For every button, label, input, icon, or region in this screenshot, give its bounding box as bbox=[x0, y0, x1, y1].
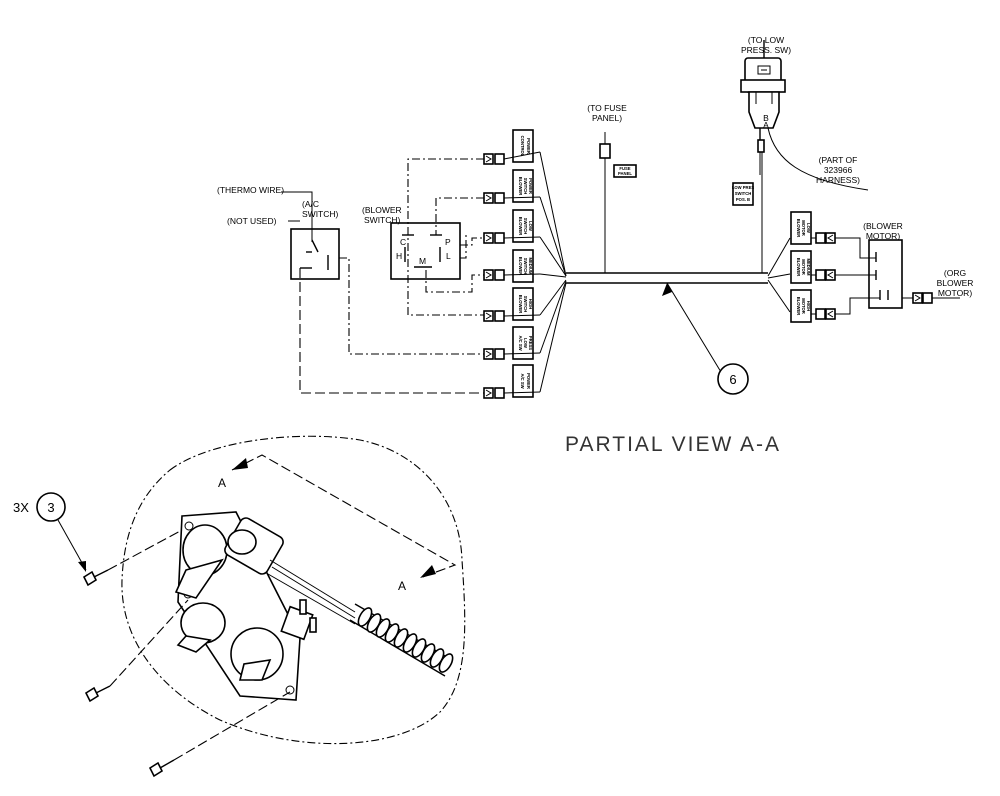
blower-motor-label-2: MOTOR) bbox=[866, 231, 900, 241]
tag-bsp-1: BLOWER bbox=[518, 177, 523, 196]
connector-a-label: A bbox=[763, 120, 769, 130]
blower-motor-label-1: (BLOWER bbox=[863, 221, 903, 231]
low-press-tag-text-3: POS. B bbox=[736, 197, 750, 202]
part-of-label-2: 323966 bbox=[824, 165, 853, 175]
harness-sleeve bbox=[357, 607, 454, 673]
low-press-tag-text-1: LOW PRES bbox=[732, 185, 755, 190]
terminal-l: L bbox=[446, 251, 451, 261]
tag-bmm-2: MOTOR bbox=[801, 259, 806, 275]
part-of-label-1: (PART OF bbox=[819, 155, 858, 165]
low-press-plug bbox=[757, 139, 765, 153]
detail-view-boundary bbox=[121, 435, 466, 745]
tag-acp-2: POWER bbox=[526, 373, 531, 389]
right-fanout-wires bbox=[761, 150, 791, 313]
fuse-panel-tag-text-2: PANEL bbox=[618, 171, 632, 176]
section-a-bottom: A bbox=[398, 579, 406, 593]
tag-bml-1: BLOWER bbox=[796, 219, 801, 238]
callout-3-qty: 3X bbox=[13, 500, 29, 515]
ac-switch-label-1: (A/C bbox=[302, 199, 319, 209]
tag-ac-sw-low-press bbox=[512, 326, 534, 360]
tag-bsp-3: POWER bbox=[528, 178, 533, 194]
to-fuse-panel-label-2: PANEL) bbox=[592, 113, 622, 123]
left-connector-column bbox=[483, 129, 534, 399]
ac-switch bbox=[290, 228, 340, 280]
connector-b-label: B bbox=[763, 113, 769, 123]
tag-bsh-2: SWITCH bbox=[523, 296, 528, 313]
partial-view-title: PARTIAL VIEW A-A bbox=[565, 433, 781, 456]
to-fuse-panel-label-1: (TO FUSE bbox=[587, 103, 627, 113]
tag-bmh-1: BLOWER bbox=[796, 297, 801, 316]
terminal-m: M bbox=[419, 256, 426, 266]
tag-bsp-2: SWITCH bbox=[523, 178, 528, 195]
tag-blower-switch-power bbox=[512, 169, 534, 203]
tag-acp-1: A/C SW bbox=[520, 373, 525, 388]
tag-aclp-2: LOW bbox=[523, 338, 528, 348]
ac-switch-label-2: SWITCH) bbox=[302, 209, 339, 219]
to-low-press-label-1: (TO LOW bbox=[748, 35, 784, 45]
callout-6 bbox=[662, 282, 749, 395]
terminal-p: P bbox=[445, 237, 451, 247]
tag-blower-switch-high bbox=[512, 287, 534, 321]
tag-bmh-2: MOTOR bbox=[801, 298, 806, 314]
tag-bsm-1: BLOWER bbox=[518, 257, 523, 276]
tag-bml-3: LOW bbox=[806, 223, 811, 233]
section-cut-line bbox=[231, 454, 457, 579]
blower-switch-label-1: (BLOWER bbox=[362, 205, 402, 215]
tag-bmh-3: HIGH bbox=[806, 301, 811, 311]
section-a-top: A bbox=[218, 476, 226, 490]
tag-bsm-3: MEDIUM bbox=[528, 258, 533, 275]
tag-bsh-3: HIGH bbox=[528, 299, 533, 309]
tag-ac-sw-power bbox=[512, 364, 534, 398]
org-blower-motor-label-3: MOTOR) bbox=[938, 288, 972, 298]
left-fanout-wires bbox=[539, 151, 567, 393]
tag-bmm-1: BLOWER bbox=[796, 258, 801, 277]
callout-3 bbox=[36, 492, 87, 572]
low-press-switch-connector bbox=[740, 40, 869, 191]
thermo-wire-label: (THERMO WIRE) bbox=[217, 185, 284, 195]
tag-control-power-text-1: CONTROL bbox=[520, 136, 525, 157]
terminal-h: H bbox=[396, 251, 402, 261]
harness-trunk bbox=[566, 272, 768, 284]
fuse-panel-plug bbox=[599, 143, 611, 159]
screws bbox=[82, 529, 291, 778]
right-connector-column bbox=[790, 211, 836, 323]
to-low-press-label-2: PRESS. SW) bbox=[741, 45, 791, 55]
tag-blower-switch-low bbox=[512, 209, 534, 243]
tag-blower-motor-medium bbox=[790, 250, 812, 284]
org-blower-motor-label-2: BLOWER bbox=[937, 278, 974, 288]
tag-bsl-3: LOW bbox=[528, 221, 533, 231]
blower-switch-label-2: SWITCH) bbox=[364, 215, 401, 225]
tag-bsm-2: SWITCH bbox=[523, 258, 528, 275]
part-of-label-3: HARNESS) bbox=[816, 175, 860, 185]
tag-bsl-1: BLOWER bbox=[518, 217, 523, 236]
tag-bsl-2: SWITCH bbox=[523, 218, 528, 235]
fuse-panel-tag bbox=[613, 164, 637, 178]
org-blower-motor-label-1: (ORG bbox=[944, 268, 966, 278]
tag-control-power-text-2: POWER bbox=[526, 138, 531, 154]
terminal-c: C bbox=[400, 237, 406, 247]
tag-blower-motor-high bbox=[790, 289, 812, 323]
blower-switch bbox=[390, 222, 461, 280]
tag-bsh-1: BLOWER bbox=[518, 295, 523, 314]
low-press-tag-text-2: SWITCH bbox=[735, 191, 752, 196]
callout-6-number: 6 bbox=[729, 372, 736, 387]
fuse-panel-wire bbox=[599, 132, 637, 273]
tag-aclp-3: PRESS bbox=[528, 336, 533, 350]
tag-aclp-1: A/C SW bbox=[518, 335, 523, 350]
control-panel bbox=[174, 511, 317, 701]
blower-motor bbox=[835, 237, 960, 315]
tag-bml-2: MOTOR bbox=[801, 220, 806, 236]
tag-blower-motor-low bbox=[790, 211, 812, 245]
fuse-panel-tag-text-1: FUSE bbox=[619, 166, 630, 171]
not-used-label: (NOT USED) bbox=[227, 216, 277, 226]
blower-switch-wiring bbox=[407, 158, 484, 316]
callout-3-number: 3 bbox=[47, 500, 54, 515]
low-press-switch-tag bbox=[732, 182, 754, 206]
tag-bmm-3: MEDIUM bbox=[806, 259, 811, 276]
